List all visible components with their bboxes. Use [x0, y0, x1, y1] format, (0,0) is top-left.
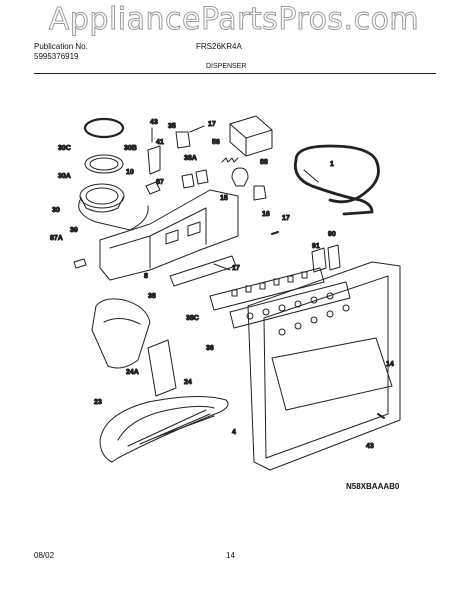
- part-1-tubing-tail: [293, 158, 374, 216]
- footer-page-number: 14: [226, 551, 235, 560]
- diagram-code: N58XBAAAB0: [346, 482, 400, 491]
- callout-label: 30B: [124, 145, 137, 152]
- part-41-clip: [147, 145, 161, 175]
- part-8-openings: [165, 221, 201, 245]
- part-30-funnel: [78, 199, 149, 231]
- part-87-bracket: [145, 181, 161, 195]
- part-16-socket: [253, 185, 267, 201]
- model-number: FRS26KR4A: [196, 42, 242, 51]
- part-38c-board: [209, 267, 325, 311]
- part-23-tray-ribs: [127, 409, 215, 447]
- part-88-module: [229, 115, 273, 157]
- part-23-tray: [99, 395, 229, 463]
- watermark: AppliancePartsPros.com: [48, 2, 420, 38]
- part-56-spring: [221, 157, 239, 163]
- leader-17b: [213, 263, 231, 271]
- callout-label: 88: [260, 159, 268, 166]
- part-90-bracket: [327, 244, 341, 271]
- callout-label: 1: [330, 161, 334, 168]
- part-30b-disc-inner: [89, 157, 119, 171]
- header-rule: [34, 73, 436, 74]
- callout-label: 30A: [58, 173, 71, 180]
- callout-label: 91: [312, 243, 320, 250]
- callout-label: 41: [156, 139, 164, 146]
- callout-label: 24A: [126, 369, 139, 376]
- callout-label: 10: [126, 169, 134, 176]
- callout-label: 87: [156, 179, 164, 186]
- part-4-panel-buttons: [278, 304, 350, 336]
- callout-label: 56: [212, 139, 220, 146]
- part-24a-chute-rim: [103, 318, 141, 325]
- callout-label: 38C: [186, 315, 199, 322]
- part-24a-chute: [91, 298, 151, 369]
- part-14-paddle: [271, 337, 393, 411]
- part-38-board: [169, 255, 237, 287]
- part-91-bracket: [311, 247, 327, 273]
- part-88-module-edge: [229, 123, 273, 157]
- part-8-housing: [99, 189, 239, 281]
- part-38a-switches: [181, 169, 209, 189]
- callout-label: 90: [328, 231, 336, 238]
- part-8-housing-detail: [109, 207, 207, 269]
- callout-label: 23: [94, 399, 102, 406]
- callout-label: 17: [232, 265, 240, 272]
- leader-17: [189, 125, 205, 133]
- part-23-tray-grid: [117, 405, 215, 441]
- callout-label: 35: [168, 123, 176, 130]
- part-36-board: [229, 281, 351, 329]
- callout-label: 36: [206, 345, 214, 352]
- part-43-screw-b: [377, 413, 385, 419]
- part-4-panel: [247, 261, 401, 471]
- callout-label: 8: [144, 273, 148, 280]
- part-30a-cup-side: [79, 195, 125, 213]
- callout-label: 43: [366, 443, 374, 450]
- callout-label: 30: [52, 207, 60, 214]
- callout-labels: 30C 43 35 17 41 30B 56 88 38A 30A 10 87 …: [50, 119, 395, 451]
- callout-label: 17: [282, 215, 290, 222]
- part-4-panel-inner: [263, 275, 389, 459]
- footer-date: 08/02: [34, 551, 55, 560]
- section-title: DISPENSER: [206, 63, 247, 70]
- part-38c-buttons: [231, 271, 308, 297]
- part-35-switch: [175, 131, 191, 149]
- part-87a-clip: [73, 258, 87, 269]
- callout-label: 38: [148, 293, 156, 300]
- callout-label: 16: [262, 211, 270, 218]
- publication-number: 5995376919: [34, 52, 79, 61]
- callout-label: 15: [220, 195, 228, 202]
- part-24-door: [147, 339, 177, 397]
- callout-label: 17: [208, 121, 216, 128]
- callout-label: 38A: [184, 155, 197, 162]
- part-30c-ring: [83, 117, 125, 139]
- leader-1: [303, 169, 319, 183]
- part-30a-cup-inner: [85, 187, 119, 205]
- part-15-bulb: [231, 167, 249, 187]
- callout-label: 4: [232, 429, 236, 436]
- callout-label: 24: [184, 379, 192, 386]
- callout-label: 30C: [58, 145, 71, 152]
- part-17-screw: [271, 231, 279, 235]
- callout-label: 43: [150, 119, 158, 126]
- callout-label: 39: [70, 227, 78, 234]
- callout-label: 14: [386, 361, 394, 368]
- publication-label: Publication No.: [34, 42, 88, 51]
- callout-label: 87A: [50, 235, 63, 242]
- part-30b-disc: [84, 154, 124, 174]
